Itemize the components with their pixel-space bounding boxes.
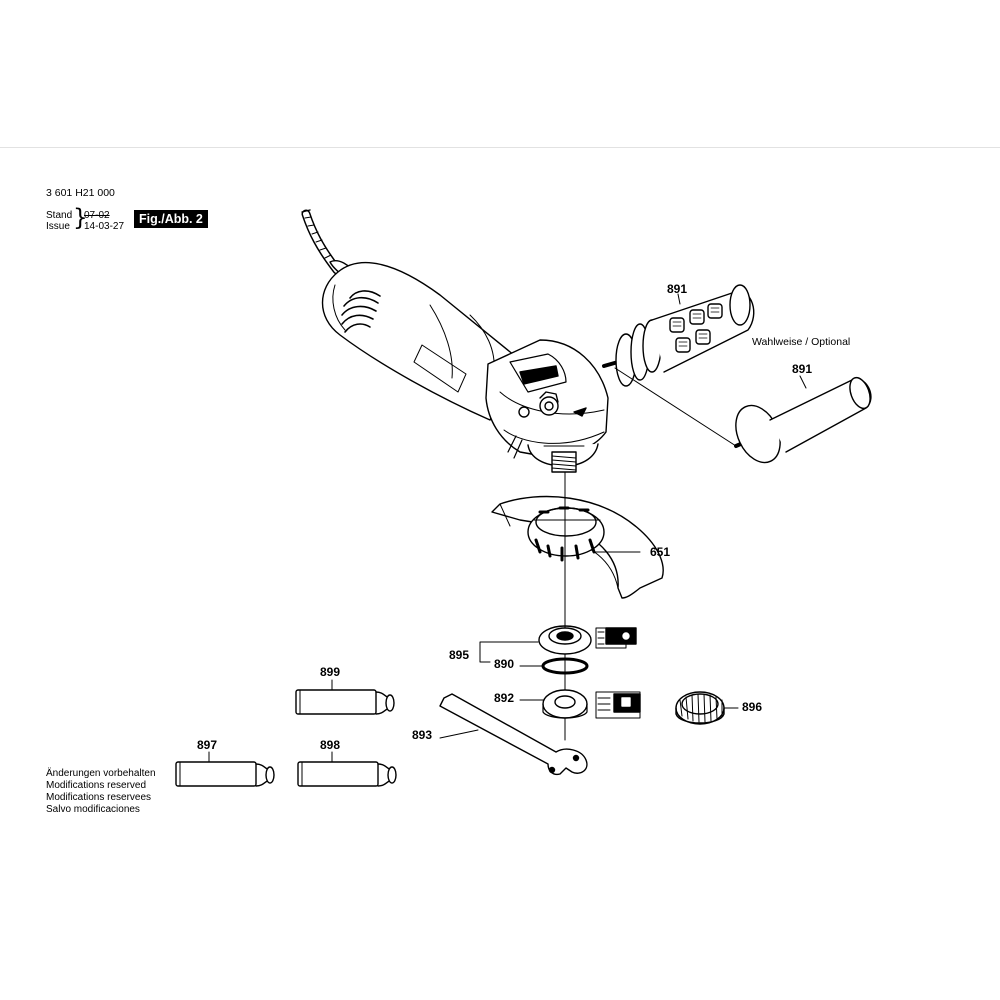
protection-guard-651 bbox=[491, 495, 664, 599]
clamping-nut-892 bbox=[542, 689, 588, 719]
top-border-line bbox=[0, 147, 1000, 148]
auxiliary-handle-891-standard bbox=[734, 376, 872, 464]
label-891-standard: 891 bbox=[792, 362, 813, 376]
label-896: 896 bbox=[742, 700, 763, 714]
issue-date: 14-03-27 bbox=[84, 221, 125, 232]
flange-detail-icons-lower bbox=[595, 691, 641, 719]
label-897: 897 bbox=[197, 738, 218, 752]
figure-label: Fig./Abb. 2 bbox=[134, 210, 208, 228]
label-899: 899 bbox=[320, 665, 341, 679]
optional-label: Wahlweise / Optional bbox=[752, 336, 851, 348]
label-891-damped: 891 bbox=[667, 282, 688, 296]
label-893: 893 bbox=[412, 728, 433, 742]
quick-clamping-nut-896 bbox=[675, 691, 725, 725]
accessory-tube-898 bbox=[297, 761, 397, 787]
accessory-tube-899 bbox=[295, 689, 395, 715]
leader-lines bbox=[208, 293, 807, 763]
label-898: 898 bbox=[320, 738, 341, 752]
brace-symbol: } bbox=[73, 205, 88, 231]
note-spanish: Salvo modificaciones bbox=[46, 804, 140, 815]
label-890: 890 bbox=[494, 657, 515, 671]
label-892: 892 bbox=[494, 691, 515, 705]
two-pin-spanner-893 bbox=[439, 693, 588, 776]
label-895: 895 bbox=[449, 648, 470, 662]
angle-grinder-illustration bbox=[301, 209, 609, 473]
accessory-tube-897 bbox=[175, 761, 275, 787]
stand-label: Stand bbox=[46, 210, 73, 221]
note-german: Änderungen vorbehalten bbox=[46, 768, 156, 779]
mounting-flange-895 bbox=[538, 625, 592, 675]
stand-date: 07-02 bbox=[84, 210, 110, 221]
note-french: Modifications reservees bbox=[46, 792, 152, 803]
label-651: 651 bbox=[650, 545, 671, 559]
issue-label: Issue bbox=[46, 221, 70, 232]
note-english: Modifications reserved bbox=[46, 780, 147, 791]
flange-detail-icons-upper bbox=[595, 627, 637, 649]
modification-notes: Änderungen vorbehalten Modifications res… bbox=[46, 768, 156, 816]
auxiliary-handle-891-damped bbox=[602, 284, 755, 447]
part-number: 3 601 H21 000 bbox=[46, 187, 115, 199]
